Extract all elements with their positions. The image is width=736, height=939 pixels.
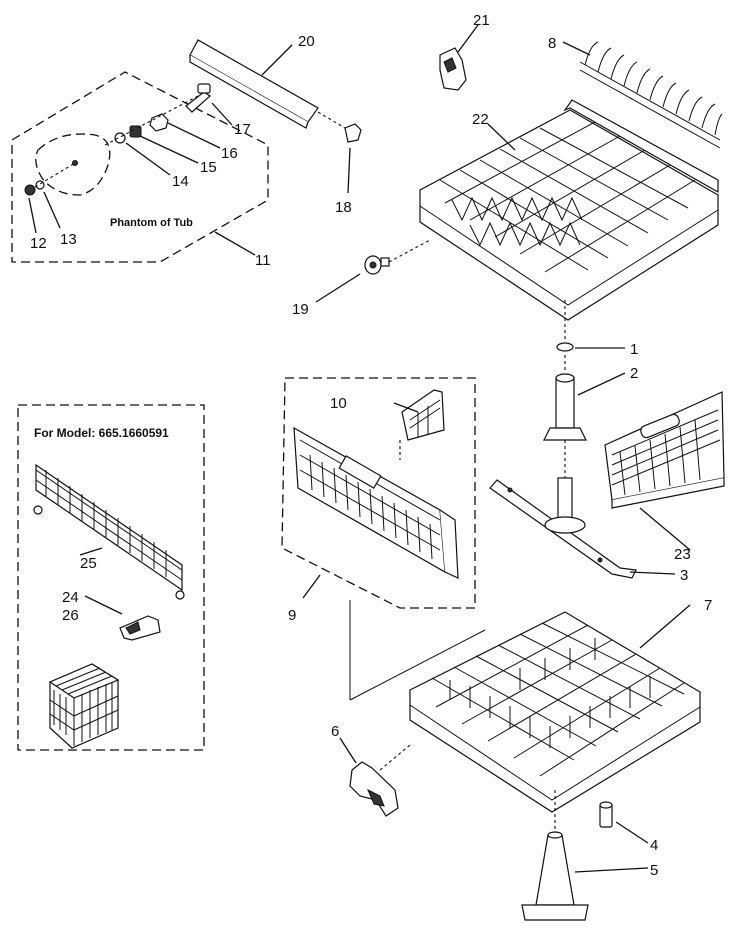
label-21: 21 [473, 12, 490, 29]
label-13: 13 [60, 231, 77, 248]
clip-21 [439, 24, 479, 91]
part-5-shape [535, 834, 575, 906]
tub-phantom-outline [11, 71, 269, 263]
label-6: 6 [331, 723, 339, 740]
basket-23 [604, 391, 725, 551]
stop-18-shape [344, 123, 362, 143]
label-18: 18 [335, 199, 352, 216]
label-26: 26 [62, 607, 79, 624]
ring-1-shape [556, 342, 574, 352]
label-16: 16 [221, 145, 238, 162]
tine-row-8 [562, 41, 723, 149]
labels: 20 21 8 22 17 16 15 14 18 Phantom of Tub… [30, 12, 712, 879]
spray-arm-assembly [489, 300, 676, 579]
washer-13-shape [35, 180, 45, 190]
parts-4-5 [521, 790, 649, 921]
label-17: 17 [234, 121, 251, 138]
label-9: 9 [288, 607, 296, 624]
label-7: 7 [704, 597, 712, 614]
label-20: 20 [298, 33, 315, 50]
label-12: 12 [30, 235, 47, 252]
label-3: 3 [680, 567, 688, 584]
label-1: 1 [630, 341, 638, 358]
model-box [17, 404, 205, 751]
label-25: 25 [80, 555, 97, 572]
label-14: 14 [172, 173, 189, 190]
label-23: 23 [674, 546, 691, 563]
upper-rack-22 [418, 99, 720, 321]
label-15: 15 [200, 159, 217, 176]
handle-10-shape [401, 389, 445, 441]
label-5: 5 [650, 862, 658, 879]
label-10: 10 [330, 395, 347, 412]
label-2: 2 [630, 365, 638, 382]
label-4: 4 [650, 837, 658, 854]
basket-9-group [281, 377, 476, 609]
label-8: 8 [548, 35, 556, 52]
manifold-2-shape [555, 377, 575, 429]
tub-assembly [11, 71, 269, 263]
roller-19 [315, 239, 431, 303]
label-19: 19 [292, 301, 309, 318]
label-22: 22 [472, 111, 489, 128]
model-box-title: For Model: 665.1660591 [34, 426, 169, 440]
nut-12-shape [24, 184, 36, 196]
label-24: 24 [62, 589, 79, 606]
part-6 [339, 737, 411, 817]
rail-20 [189, 39, 362, 194]
hole-mark [72, 160, 78, 166]
label-11: 11 [255, 252, 271, 269]
lower-rack-7 [349, 600, 702, 813]
label-tub-caption: Phantom of Tub [110, 217, 193, 229]
tub-phantom-curve [35, 133, 111, 196]
